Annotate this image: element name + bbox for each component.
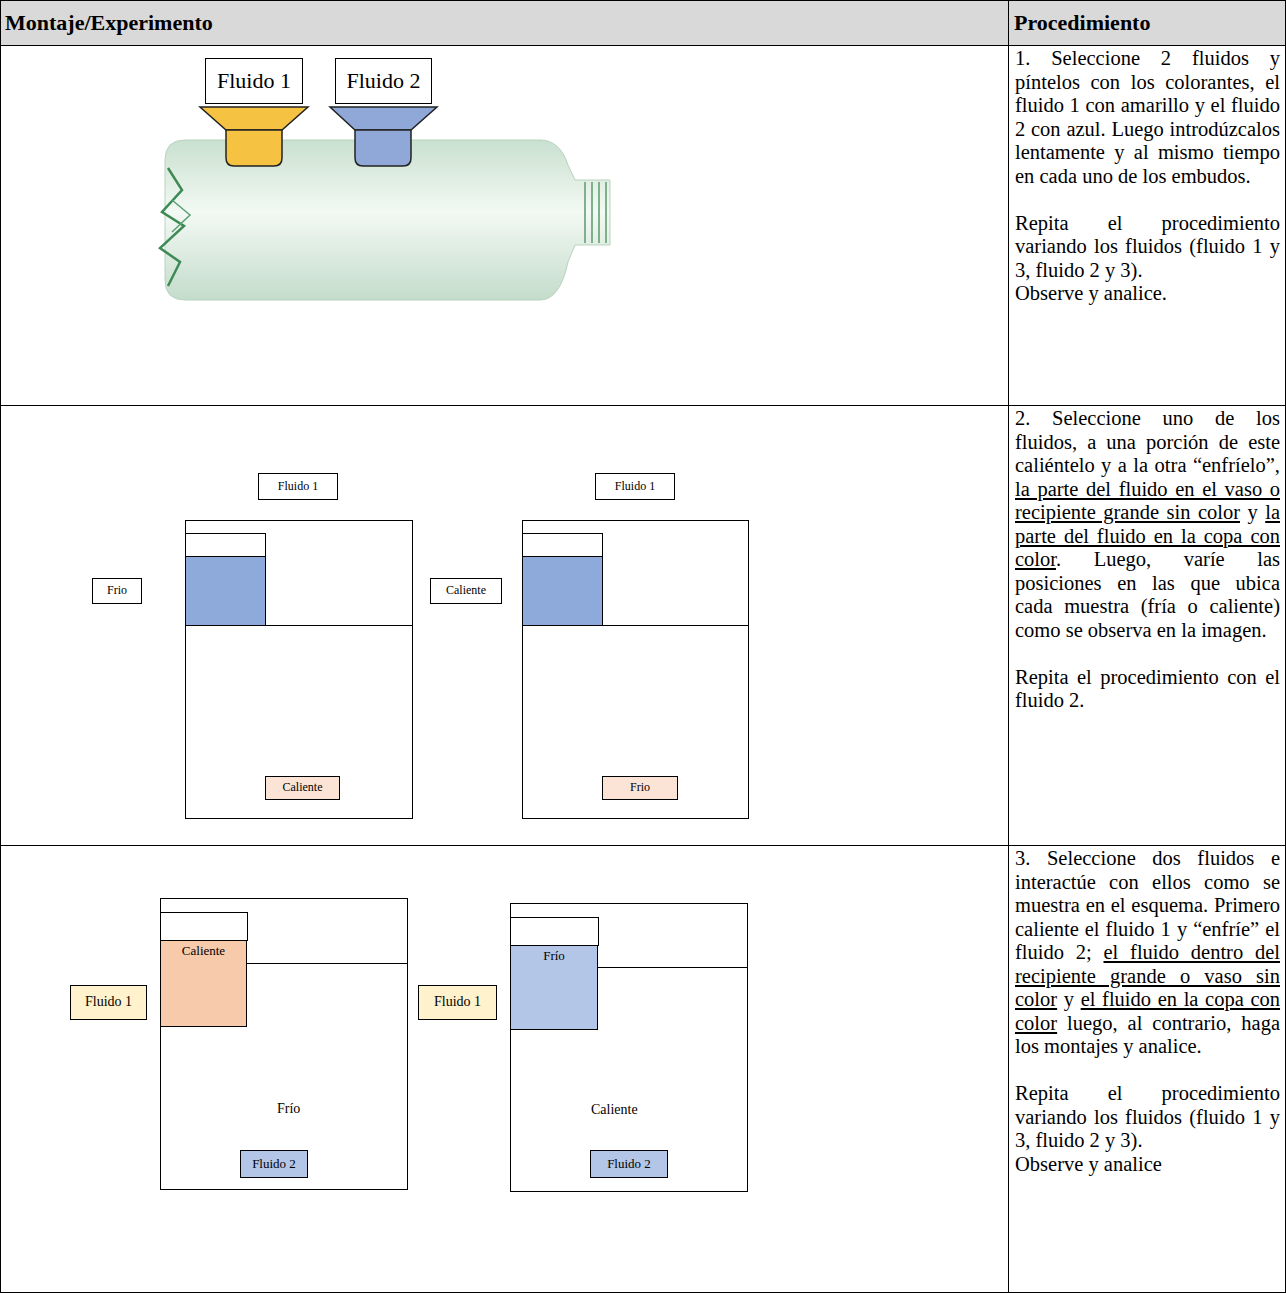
- fluid-label: Fluido 2: [335, 58, 432, 104]
- node-text: Frío: [277, 1101, 300, 1117]
- node-text: Fluido 2: [252, 1157, 296, 1172]
- node-text: Fluido 1: [85, 994, 132, 1010]
- cup-rim: [161, 913, 749, 968]
- procedure-paragraph: Observe y analice.: [1015, 282, 1280, 306]
- procedure-text: Repita el procedimiento variando los flu…: [1015, 212, 1280, 281]
- node-text: Frío: [543, 949, 565, 964]
- fluid-label: Fluido 2: [590, 1150, 668, 1178]
- node-text: Caliente: [591, 1102, 638, 1118]
- fluid-label: Fluido 1: [595, 473, 675, 500]
- header-band: [0, 0, 1286, 45]
- procedure-cell: 3. Seleccione dos fluidos e interactúe c…: [1009, 847, 1286, 1176]
- column-header: Montaje/Experimento: [0, 0, 1009, 45]
- procedure-text: Observe y analice: [1015, 1153, 1162, 1175]
- procedure-paragraph: Repita el procedimiento con el fluido 2.: [1015, 666, 1280, 713]
- procedure-text: Repita el procedimiento con el fluido 2.: [1015, 666, 1280, 712]
- procedure-cell: 2. Seleccione uno de los fluidos, a una …: [1009, 407, 1286, 713]
- procedure-text: y: [1064, 988, 1074, 1010]
- node-text: Fluido 2: [607, 1157, 651, 1172]
- fluid-label: Fluido 2: [240, 1150, 308, 1178]
- large-container: Frío CalienteFluido 2: [160, 898, 408, 1190]
- container-cup: [186, 521, 413, 819]
- procedure-paragraph: 2. Seleccione uno de los fluidos, a una …: [1015, 407, 1280, 642]
- temperature-label: Caliente: [265, 776, 340, 800]
- cup: Caliente: [160, 940, 247, 1027]
- funnel-blue: [330, 107, 437, 166]
- column-header: Procedimiento: [1009, 0, 1286, 45]
- procedure-paragraph: Repita el procedimiento variando los flu…: [1015, 1082, 1280, 1153]
- node-text: Fluido 1: [278, 480, 318, 494]
- cup: Frío: [510, 945, 598, 1030]
- node-text: Caliente: [182, 944, 225, 959]
- node-text: Caliente: [446, 584, 486, 598]
- node-text: Fluido 1: [615, 480, 655, 494]
- node-text: Caliente: [283, 781, 323, 795]
- procedure-paragraph: Repita el procedimiento variando los flu…: [1015, 212, 1280, 283]
- fluid-label: Fluido 1: [205, 58, 303, 104]
- fluid-label: Fluido 1: [70, 985, 147, 1020]
- procedure-text: Observe y analice.: [1015, 282, 1167, 304]
- fluid-label: Fluido 1: [258, 473, 338, 500]
- procedure-text: 2. Seleccione uno de los fluidos, a una …: [1015, 407, 1280, 476]
- temperature-label: Caliente: [430, 578, 502, 604]
- node-text: Frio: [107, 584, 127, 598]
- procedure-text: Repita el procedimiento variando los flu…: [1015, 1082, 1280, 1151]
- node-text: Frio: [630, 781, 650, 795]
- large-container: Caliente FríoFluido 2: [510, 903, 748, 1192]
- fluid-label: Fluido 1: [418, 985, 497, 1020]
- procedure-text: la parte del fluido en el vaso o recipie…: [1015, 478, 1280, 524]
- procedure-paragraph: 3. Seleccione dos fluidos e interactúe c…: [1015, 847, 1280, 1059]
- procedure-text: 1. Seleccione 2 fluidos y píntelos con l…: [1015, 47, 1280, 187]
- node-text: Fluido 1: [434, 994, 481, 1010]
- procedure-text: y: [1247, 501, 1257, 523]
- container-cup: [523, 521, 749, 819]
- funnel-yellow: [200, 107, 308, 166]
- node-text: Fluido 2: [347, 68, 421, 93]
- node-text: Fluido 1: [217, 68, 291, 93]
- procedure-paragraph: 1. Seleccione 2 fluidos y píntelos con l…: [1015, 47, 1280, 188]
- temperature-label: Frio: [92, 578, 142, 604]
- procedure-paragraph: Observe y analice: [1015, 1153, 1280, 1177]
- procedure-cell: 1. Seleccione 2 fluidos y píntelos con l…: [1009, 47, 1286, 306]
- temperature-label: Frio: [602, 776, 678, 800]
